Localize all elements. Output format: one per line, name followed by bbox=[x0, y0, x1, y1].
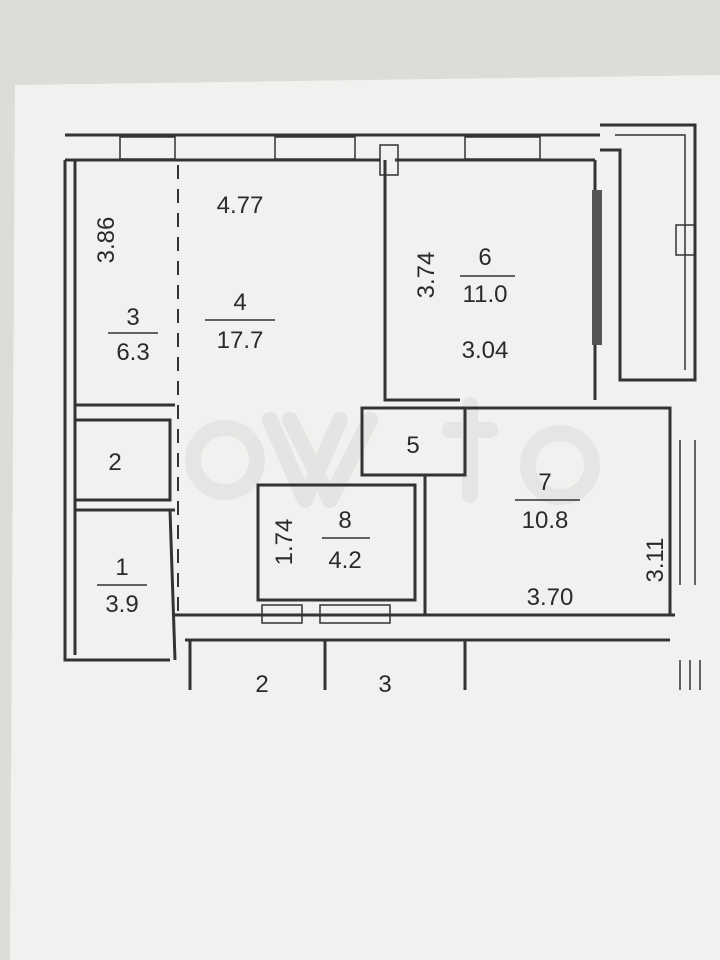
room-6-area: 11.0 bbox=[463, 281, 508, 308]
room-3-area: 6.3 bbox=[116, 339, 149, 366]
bottom-fragment-label: 3 bbox=[378, 671, 391, 698]
watermark-logo bbox=[185, 397, 600, 508]
room-4-area: 17.7 bbox=[217, 327, 264, 354]
room-7-number: 7 bbox=[538, 469, 551, 496]
room-4-dimension: 4.77 bbox=[217, 192, 264, 219]
room-3-number: 3 bbox=[126, 304, 139, 331]
room-1-number: 1 bbox=[115, 554, 128, 581]
room-8-dimension: 1.74 bbox=[271, 519, 298, 566]
room-4-number: 4 bbox=[233, 289, 246, 316]
room-7-area: 10.8 bbox=[522, 507, 569, 534]
room-8-area: 4.2 bbox=[328, 547, 361, 574]
room-6-number: 6 bbox=[478, 244, 491, 271]
room-6-dimension-vertical: 3.74 bbox=[413, 252, 440, 299]
room-2-number: 2 bbox=[108, 449, 121, 476]
room-7-dimension-vertical: 3.11 bbox=[642, 538, 669, 583]
room-6-dimension-horizontal: 3.04 bbox=[462, 337, 509, 364]
paper-sheet bbox=[10, 75, 720, 960]
walls bbox=[63, 123, 701, 690]
room-8-number: 8 bbox=[338, 507, 351, 534]
room-7-dimension-horizontal: 3.70 bbox=[527, 584, 574, 611]
room-1-area: 3.9 bbox=[105, 591, 138, 618]
room-3-dimension: 3.86 bbox=[93, 217, 120, 264]
room-5-number: 5 bbox=[406, 432, 419, 459]
bottom-fragment-label: 2 bbox=[255, 671, 268, 698]
